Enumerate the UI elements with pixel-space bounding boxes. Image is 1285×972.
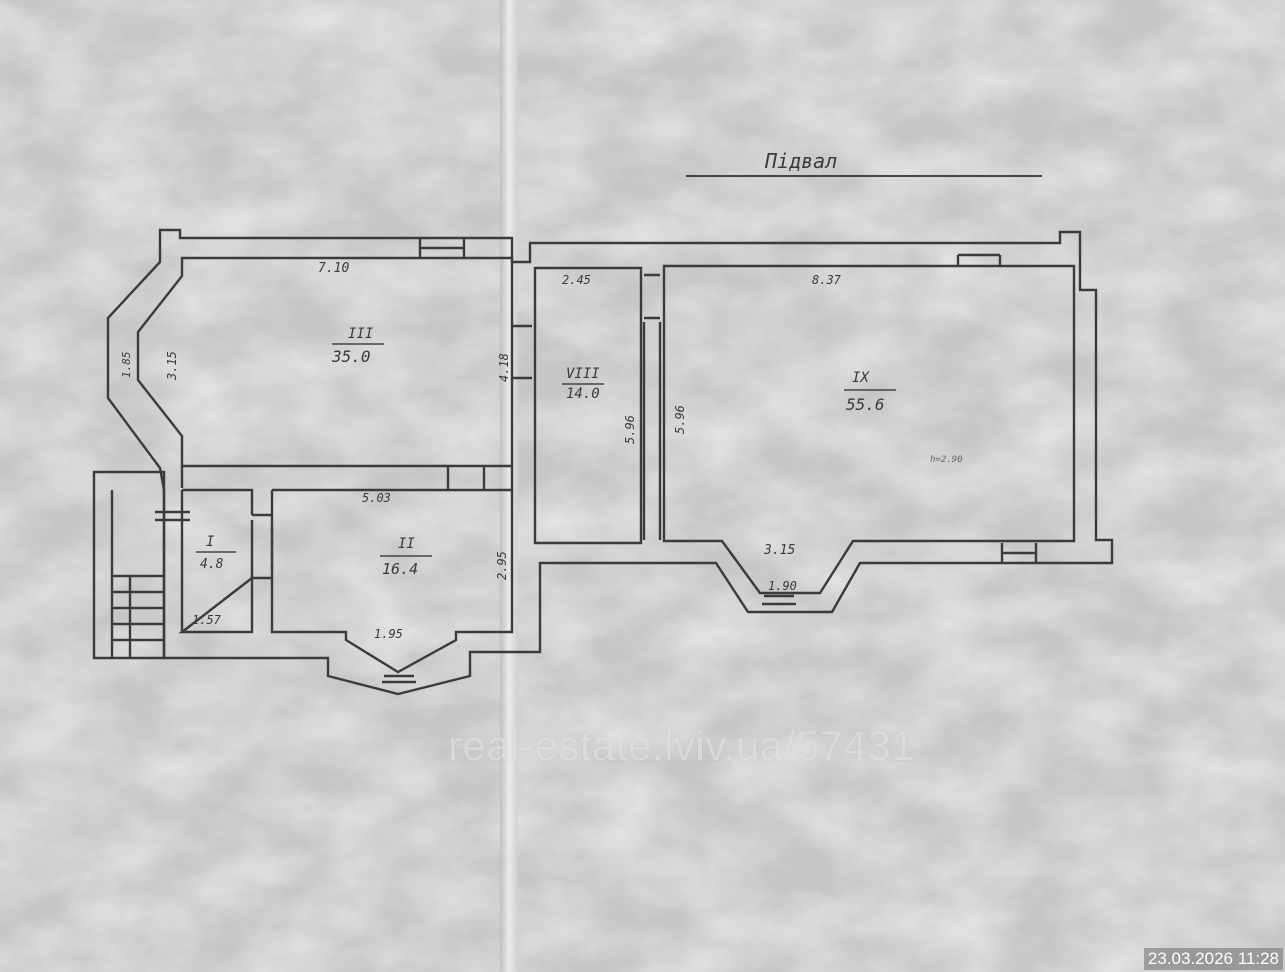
page-fold	[500, 0, 518, 972]
room-viii-area: 14.0	[566, 386, 600, 402]
capture-timestamp: 23.03.2026 11:28	[1143, 948, 1283, 970]
dim-185: 1.85	[120, 352, 133, 379]
room-ii-number: II	[398, 536, 415, 552]
room-iii-area: 35.0	[331, 347, 371, 366]
dim-837: 8.37	[812, 273, 842, 287]
room-ii-label: II 16.4	[380, 536, 432, 578]
dim-710: 7.10	[318, 261, 349, 276]
dim-190: 1.90	[768, 579, 797, 593]
dim-245: 2.45	[562, 273, 591, 287]
room-ix-wall	[662, 264, 1076, 595]
window-north-ix	[956, 253, 1002, 266]
viii-ix-partition	[642, 273, 662, 540]
room-labels: III 35.0 VIII 14.0 IX 55.6 II 16.4 I 4.8	[196, 326, 896, 578]
room-iii-label: III 35.0	[331, 326, 384, 366]
room-ii-wall	[270, 488, 514, 674]
room-i-area: 4.8	[200, 557, 224, 572]
room-viii-wall	[533, 266, 643, 545]
dimension-labels: 7.10 3.15 1.85 4.18 2.45 5.96 8.37 5.96 …	[120, 261, 963, 641]
room-iii-wall	[136, 256, 514, 468]
room-iii-number: III	[348, 326, 374, 342]
room-i-label: I 4.8	[196, 534, 236, 572]
window-iii-ii	[446, 466, 486, 490]
dim-157: 1.57	[192, 613, 222, 627]
room-ix-area: 55.6	[846, 395, 885, 414]
dim-596a: 5.96	[623, 415, 637, 444]
room-i-wall	[178, 488, 254, 634]
room-i-number: I	[206, 534, 215, 550]
dim-note: h=2.90	[930, 455, 963, 465]
dim-295: 2.95	[495, 551, 509, 580]
window-iii-east	[512, 324, 532, 380]
window-north-left	[418, 238, 466, 258]
window-south-ix	[762, 594, 796, 606]
room-ii-area: 16.4	[382, 560, 418, 578]
room-viii-label: VIII 14.0	[562, 366, 604, 402]
dim-315b: 3.15	[763, 543, 795, 558]
room-ix-number: IX	[852, 370, 870, 386]
dim-195: 1.95	[374, 627, 403, 641]
staircase	[92, 470, 166, 660]
window-south-ii	[382, 674, 416, 684]
room-ix-label: IX 55.6	[844, 370, 896, 414]
dim-418: 4.18	[497, 353, 511, 382]
room-iii-ii-partition	[180, 466, 514, 490]
dim-596b: 5.96	[673, 405, 687, 434]
room-viii-number: VIII	[566, 366, 600, 382]
wall-lines	[92, 228, 1114, 696]
room-i-ii-partition	[250, 513, 274, 580]
plan-title: Підвал	[764, 149, 837, 173]
watermark-text: real-estate.lviv.ua/57431	[448, 722, 915, 769]
dim-503: 5.03	[362, 491, 391, 505]
plan-title-group: Підвал	[686, 149, 1042, 177]
stair-railing	[155, 510, 190, 522]
window-east-ix	[1000, 543, 1038, 563]
dim-315a: 3.15	[165, 351, 179, 381]
